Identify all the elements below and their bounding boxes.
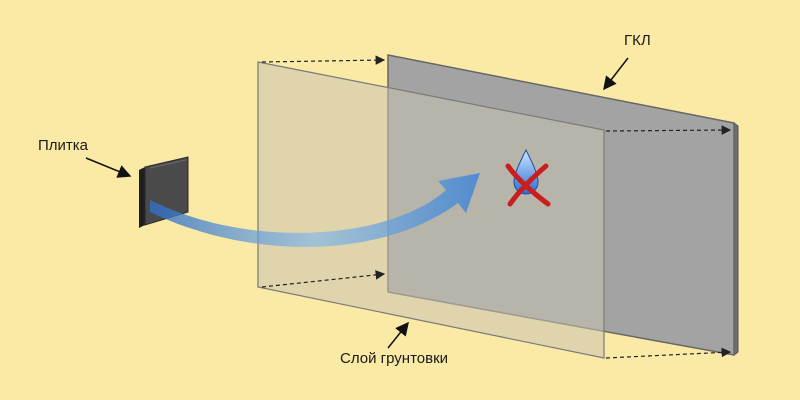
label-gkl: ГКЛ xyxy=(624,32,651,49)
offset-arrow-bottom-right xyxy=(605,347,732,359)
pointer-tile xyxy=(85,157,132,178)
offset-arrow-top-left xyxy=(261,55,386,65)
water-drop-crossed-icon xyxy=(505,148,551,207)
pointer-primer xyxy=(387,321,409,349)
label-tile: Плитка xyxy=(38,137,89,154)
label-pointers xyxy=(85,57,629,349)
offset-arrows xyxy=(261,55,732,359)
pointer-gkl xyxy=(603,57,629,91)
moisture-arrow xyxy=(150,173,480,247)
label-primer-layer: Слой грунтовки xyxy=(340,350,449,367)
